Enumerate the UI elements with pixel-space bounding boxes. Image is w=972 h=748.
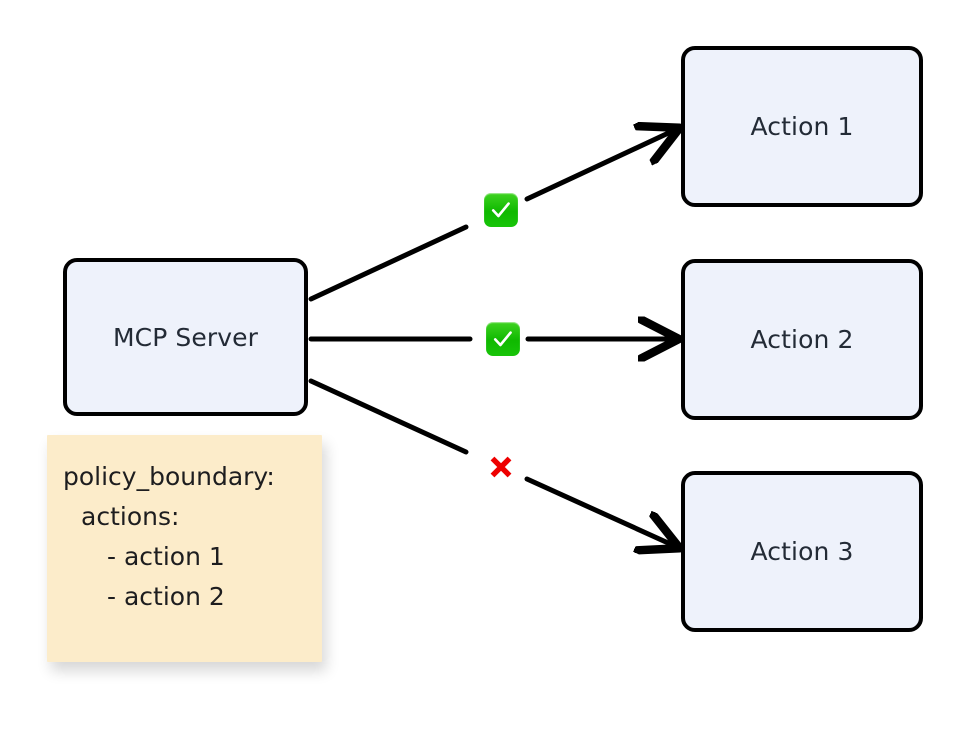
node-action-2[interactable]: Action 2 — [681, 259, 923, 420]
check-mark-icon — [484, 193, 518, 227]
check-mark-icon — [486, 322, 520, 356]
policy-note-line-1: actions: — [81, 502, 180, 531]
node-mcp-server-label: MCP Server — [112, 322, 259, 352]
node-action-1[interactable]: Action 1 — [681, 46, 923, 207]
node-mcp-server[interactable]: MCP Server — [63, 258, 308, 416]
policy-note-line-0: policy_boundary: — [63, 462, 275, 491]
policy-note-line-3: - action 2 — [107, 582, 225, 611]
node-action-1-label: Action 1 — [750, 112, 854, 141]
cross-mark-icon — [484, 450, 518, 484]
node-action-3-label: Action 3 — [750, 537, 854, 566]
policy-boundary-note: policy_boundary: actions: - action 1 - a… — [47, 435, 322, 662]
node-action-2-label: Action 2 — [750, 325, 854, 354]
policy-note-line-2: - action 1 — [107, 542, 225, 571]
node-action-3[interactable]: Action 3 — [681, 471, 923, 632]
